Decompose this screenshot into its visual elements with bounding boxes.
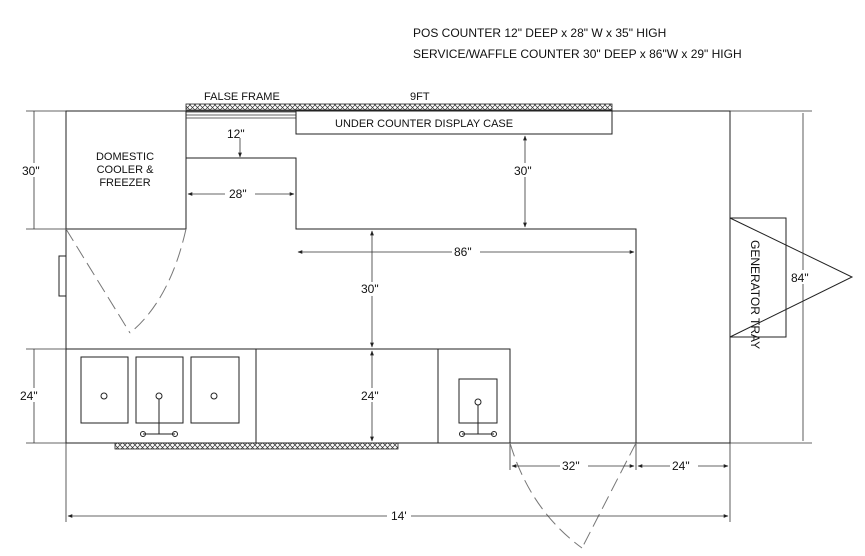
faucet-handle [172,431,178,437]
nine-ft-label: 9FT [410,91,430,103]
sink-drain-3 [210,392,218,400]
service-counter [186,157,637,443]
dim-84: 84" [791,271,809,285]
dim-86: 86" [454,245,472,259]
entry-door-swing [581,442,637,549]
dim-84-bg [789,270,817,284]
hand-sink-handle [491,431,497,437]
cooler-door-swing [65,228,131,334]
domestic-cooler [65,110,187,230]
dim-30-left-bg [20,163,48,177]
dim-30-mid-bg [512,163,540,177]
dim-24-left-bg [18,388,46,402]
sink-basin-3 [190,356,240,424]
dim-30-left: 30" [22,164,40,178]
false-frame-label: FALSE FRAME [204,91,280,103]
back-counter [65,348,511,444]
dim-24-mid: 24" [361,389,379,403]
dim-24-right-bg [670,459,698,473]
service-counter-note: SERVICE/WAFFLE COUNTER 30" DEEP x 86"W x… [413,47,742,61]
dim-14: 14' [391,509,407,523]
sink-drain-2 [155,392,163,400]
cooler-label-line3: FREEZER [99,177,150,189]
display-case [295,109,613,135]
dim-14-bg [387,509,411,523]
hand-sink-drain [474,398,482,406]
faucet-handle [140,431,146,437]
dim-32-bg [560,459,588,473]
entry-door-arc [509,442,583,549]
bottom-frame-hatch [114,442,399,450]
dim-24-left: 24" [20,389,38,403]
display-case-label: UNDER COUNTER DISPLAY CASE [335,118,513,130]
pos-counter-note: POS COUNTER 12" DEEP x 28" W x 35" HIGH [413,26,666,40]
generator-tray [729,217,787,338]
dim-24-right: 24" [672,459,690,473]
dim-12: 12" [227,127,245,141]
cooler-label-line2: COOLER & [97,164,155,176]
dim-24-mid-bg [359,388,387,402]
dim-86-bg [452,245,480,259]
sink-drain-1 [100,392,108,400]
false-frame-hatch [185,103,613,111]
cooler-label-line1: DOMESTIC [96,151,154,163]
dim-30-aisle-bg [359,282,387,296]
trailer-outline [65,110,731,444]
dim-30-aisle: 30" [361,282,379,296]
sink-basin-1 [80,356,129,424]
cooler-door-arc [129,228,187,334]
trailer-tongue [729,217,854,338]
generator-tray-label: GENERATOR TRAY [748,240,762,349]
side-window [58,255,67,297]
dim-28: 28" [229,187,247,201]
hand-sink-handle [459,431,465,437]
dim-30-mid: 30" [514,164,532,178]
dim-32: 32" [562,459,580,473]
